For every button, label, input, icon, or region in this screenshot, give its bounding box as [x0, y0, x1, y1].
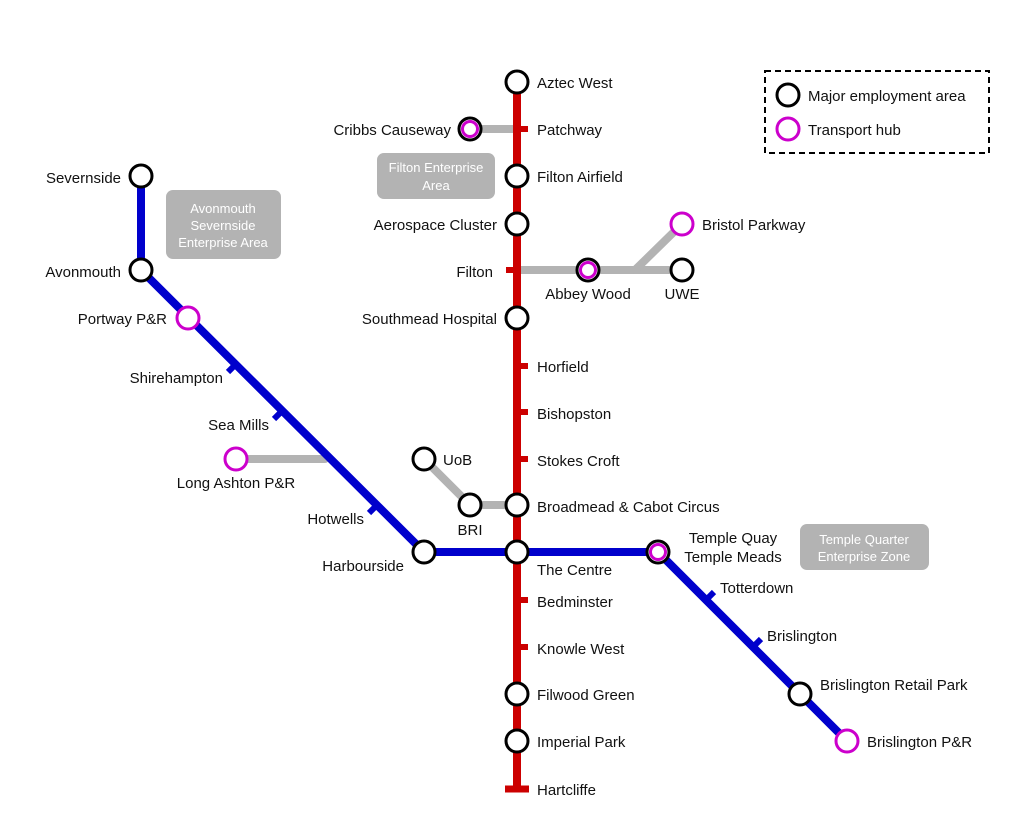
brislington-pr-hub-marker[interactable] [834, 728, 860, 754]
station-label: Aztec West [537, 75, 613, 92]
harbourside-employment-marker[interactable] [411, 539, 437, 565]
station-label: Stokes Croft [537, 453, 620, 470]
station-label: UWE [665, 286, 700, 303]
station-label: Filton Airfield [537, 169, 623, 186]
cribbs-causeway-hub-marker[interactable] [461, 120, 479, 138]
avonmouth-employment-marker[interactable] [128, 257, 154, 283]
station-label: The Centre [537, 562, 612, 579]
the-centre-employment-marker[interactable] [504, 539, 530, 565]
aztec-west-employment-marker[interactable] [504, 69, 530, 95]
station-label: Cribbs Causeway [333, 122, 451, 139]
red-line [505, 82, 529, 793]
portway-hub-marker[interactable] [175, 305, 201, 331]
station-label: Sea Mills [208, 417, 269, 434]
station-label: Hotwells [307, 511, 364, 528]
station-label: Bishopston [537, 406, 611, 423]
station-label: Knowle West [537, 641, 625, 658]
bristol-parkway-hub-marker[interactable] [669, 211, 695, 237]
bri-employment-marker[interactable] [457, 492, 483, 518]
station-label: Long Ashton P&R [177, 475, 296, 492]
hotwells-tick [366, 502, 380, 516]
uob-employment-marker[interactable] [411, 446, 437, 472]
station-label: Temple Quay [689, 530, 778, 547]
station-label: Hartcliffe [537, 782, 596, 799]
temple-quarter-area-label: Enterprise Zone [818, 549, 911, 564]
totterdown-tick [703, 589, 717, 603]
sea-mills-tick [271, 408, 285, 422]
shirehampton-tick [225, 361, 239, 375]
aerospace-cluster-employment-marker[interactable] [504, 211, 530, 237]
station-label: Filton [456, 264, 493, 281]
station-label: Shirehampton [130, 370, 223, 387]
temple-meads-hub-marker[interactable] [649, 543, 667, 561]
legend-box [764, 70, 990, 154]
long-ashton-hub-marker[interactable] [223, 446, 249, 472]
legend-employment-icon [775, 82, 801, 108]
abbey-wood-hub-marker[interactable] [579, 261, 597, 279]
station-label: Brislington P&R [867, 734, 972, 751]
legend-employment-label: Major employment area [808, 88, 966, 105]
station-label: UoB [443, 452, 472, 469]
enterprise-areas: Filton Enterprise Area Avonmouth Severns… [166, 153, 929, 570]
temple-quarter-area-label: Temple Quarter [819, 532, 909, 547]
station-label: Brislington Retail Park [820, 677, 968, 694]
broadmead-employment-marker[interactable] [504, 492, 530, 518]
brislington-tick [750, 636, 764, 650]
station-label: BRI [457, 522, 482, 539]
southmead-hospital-employment-marker[interactable] [504, 305, 530, 331]
severnside-employment-marker[interactable] [128, 163, 154, 189]
avonmouth-enterprise-area-label: Severnside [190, 218, 255, 233]
imperial-park-employment-marker[interactable] [504, 728, 530, 754]
station-label: Horfield [537, 359, 589, 376]
filwood-green-employment-marker[interactable] [504, 681, 530, 707]
station-label: Brislington [767, 628, 837, 645]
station-label: Filwood Green [537, 687, 635, 704]
station-label: Avonmouth [45, 264, 121, 281]
filton-enterprise-area-label: Area [422, 178, 450, 193]
station-label: Portway P&R [78, 311, 167, 328]
station-label: Totterdown [720, 580, 793, 597]
filton-enterprise-area-box [377, 153, 495, 199]
avonmouth-enterprise-area-label: Avonmouth [190, 201, 256, 216]
station-label: Patchway [537, 122, 603, 139]
uwe-employment-marker[interactable] [669, 257, 695, 283]
station-label: Imperial Park [537, 734, 626, 751]
filton-airfield-employment-marker[interactable] [504, 163, 530, 189]
station-label: Broadmead & Cabot Circus [537, 499, 720, 516]
station-label: Bedminster [537, 594, 613, 611]
temple-quarter-area-box [800, 524, 929, 570]
legend-hub-label: Transport hub [808, 122, 901, 139]
filton-enterprise-area-label: Filton Enterprise [389, 160, 484, 175]
legend: Major employment area Transport hub [764, 70, 990, 154]
legend-hub-icon [775, 116, 801, 142]
avonmouth-enterprise-area-box [166, 190, 281, 259]
station-label: Bristol Parkway [702, 217, 806, 234]
station-label: Severnside [46, 170, 121, 187]
station-label: Temple Meads [684, 549, 782, 566]
station-label: Aerospace Cluster [374, 217, 497, 234]
station-label: Abbey Wood [545, 286, 631, 303]
station-label: Southmead Hospital [362, 311, 497, 328]
station-markers [128, 69, 860, 754]
station-label: Harbourside [322, 558, 404, 575]
brislington-retail-park-employment-marker[interactable] [787, 681, 813, 707]
avonmouth-enterprise-area-label: Enterprise Area [178, 235, 268, 250]
station-labels: Aztec West Patchway Cribbs Causeway Filt… [45, 75, 972, 799]
